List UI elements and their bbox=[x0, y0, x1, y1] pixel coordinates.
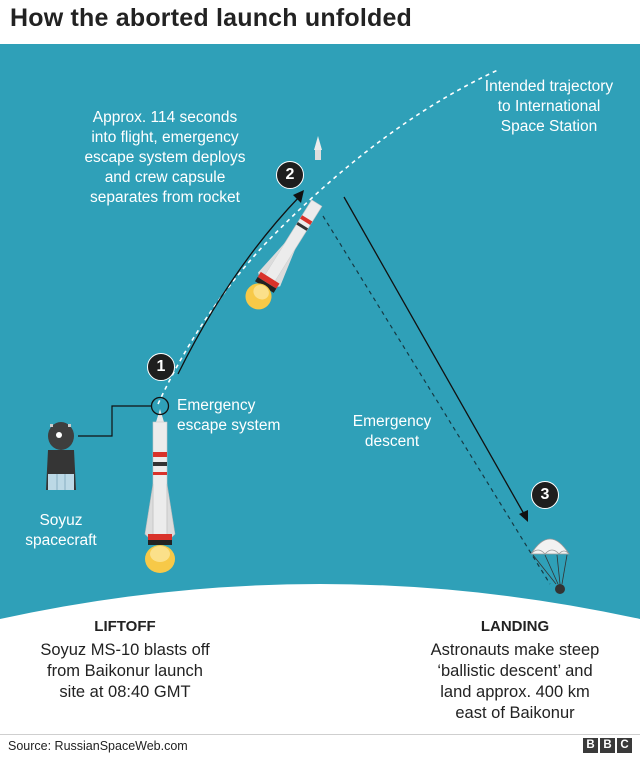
escape-system-marker bbox=[150, 396, 170, 416]
source-credit: Source: RussianSpaceWeb.com bbox=[8, 739, 188, 753]
footer-divider bbox=[0, 734, 640, 735]
emergency-descent-label: Emergency descent bbox=[352, 413, 432, 450]
bbc-logo: B B C bbox=[583, 738, 632, 753]
step-1-badge: 1 bbox=[147, 353, 175, 381]
diagram-panel: Intended trajectory to International Spa… bbox=[0, 44, 640, 732]
escape-system-label: Emergency escape system bbox=[177, 397, 281, 434]
descent-dashed-line bbox=[322, 215, 551, 585]
capsule-connector-line bbox=[78, 405, 152, 437]
soyuz-label: Soyuz spacecraft bbox=[25, 512, 97, 549]
bbc-logo-letter: B bbox=[583, 738, 598, 753]
liftoff-rocket-icon bbox=[144, 409, 176, 573]
parachute-icon bbox=[530, 538, 570, 594]
liftoff-description: Soyuz MS-10 blasts off from Baikonur lau… bbox=[40, 641, 210, 701]
diagram-scene bbox=[0, 68, 640, 732]
bbc-logo-letter: B bbox=[600, 738, 615, 753]
ground-curve bbox=[0, 584, 640, 732]
flight-path-arrow bbox=[177, 195, 301, 375]
bbc-logo-letter: C bbox=[617, 738, 632, 753]
flight-path-arrowhead bbox=[293, 190, 304, 203]
descent-arrowhead bbox=[519, 510, 528, 522]
step-3-badge: 3 bbox=[531, 481, 559, 509]
intended-trajectory-label: Intended trajectory to International Spa… bbox=[484, 78, 614, 135]
intended-trajectory-line bbox=[157, 68, 501, 405]
step-2-badge: 2 bbox=[276, 161, 304, 189]
landing-description: Astronauts make steep ‘ballistic descent… bbox=[430, 641, 600, 722]
landing-heading: LANDING bbox=[480, 618, 550, 635]
descent-arrow bbox=[343, 196, 525, 515]
flight-rocket-icon bbox=[245, 199, 323, 310]
capsule-icon bbox=[46, 422, 76, 490]
page-title: How the aborted launch unfolded bbox=[10, 4, 413, 32]
escape-tower-icon bbox=[314, 136, 322, 160]
liftoff-heading: LIFTOFF bbox=[94, 618, 156, 635]
separation-label: Approx. 114 seconds into flight, emergen… bbox=[84, 109, 246, 206]
